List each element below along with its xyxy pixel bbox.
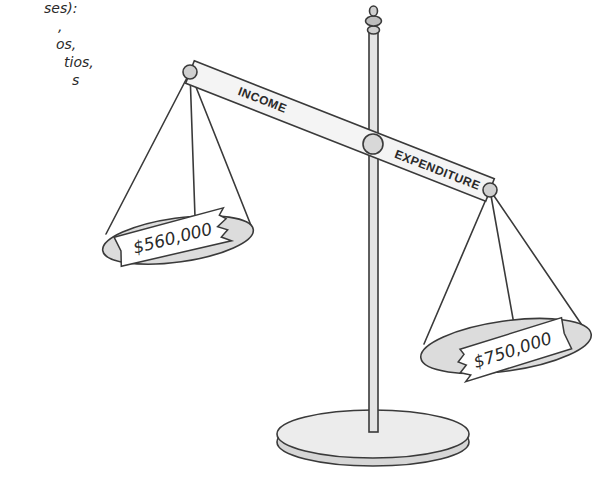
paper-shape <box>113 208 231 268</box>
note-fragment: , <box>58 18 62 34</box>
string <box>424 190 490 344</box>
note-fragment: os, <box>56 36 76 52</box>
finial <box>368 26 380 34</box>
beam-knob <box>483 183 497 197</box>
right-pan <box>417 309 594 382</box>
note-fragment: s <box>72 72 79 88</box>
beam-knob <box>183 65 197 79</box>
string <box>106 72 190 234</box>
scale-post <box>369 32 378 432</box>
left-pan <box>100 208 257 273</box>
note-fragment: tios, <box>64 54 94 70</box>
string <box>490 190 588 334</box>
paper-shape <box>453 316 571 383</box>
scale-beam <box>186 61 495 201</box>
finial <box>370 6 378 16</box>
note-fragment: ses): <box>44 0 77 16</box>
finial <box>366 16 382 26</box>
beam-hub <box>363 134 383 154</box>
